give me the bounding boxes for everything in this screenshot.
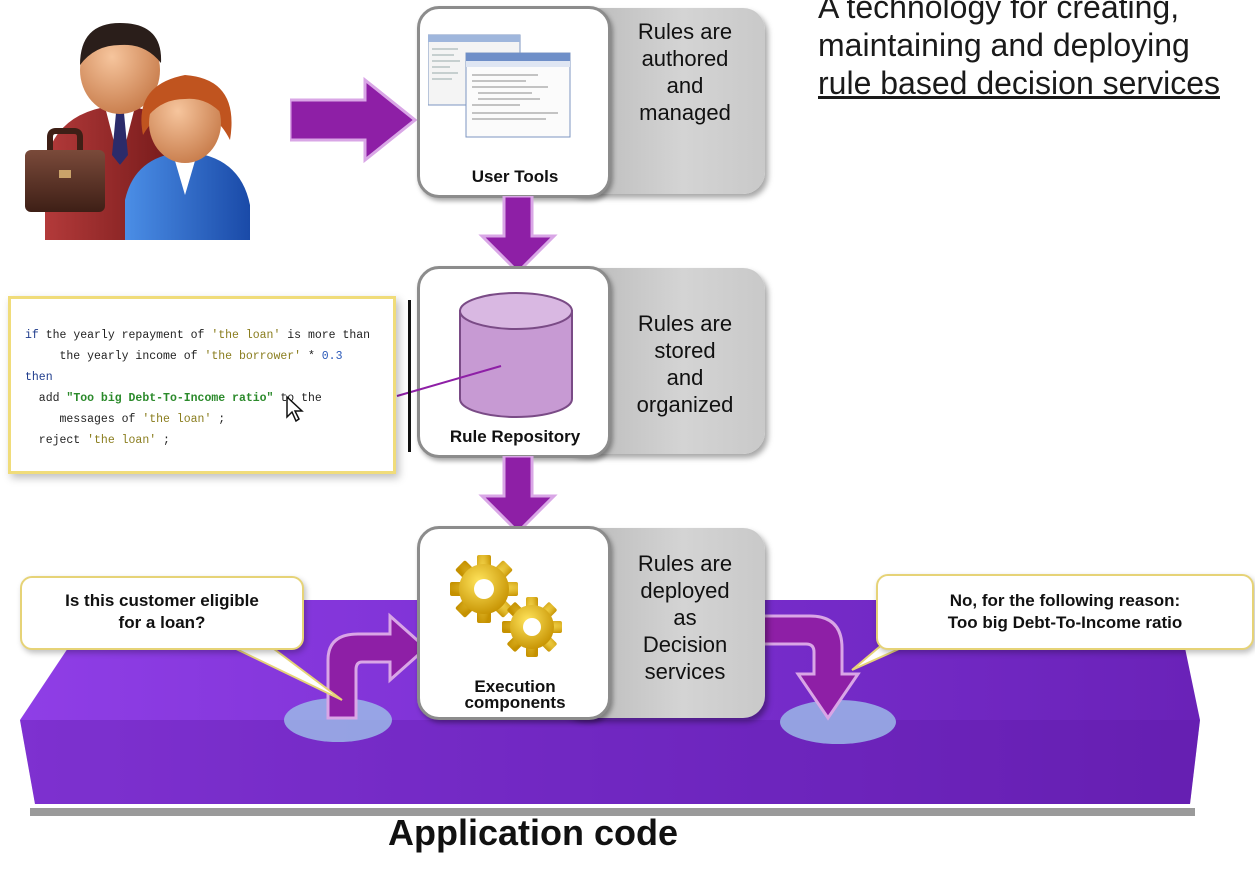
mouse-pointer-icon — [286, 395, 304, 423]
stage-2-box: Rule Repository — [417, 266, 611, 458]
stage-2-desc-1: Rules are — [637, 311, 733, 336]
stage-1-desc-2: authored — [641, 46, 729, 71]
arrow-response-out — [752, 614, 861, 721]
code-connector-line — [396, 365, 502, 397]
business-people-icon — [25, 23, 250, 240]
answer-callout: No, for the following reason: Too big De… — [876, 574, 1254, 650]
stage-3-label-line-1: Execution — [474, 677, 556, 696]
arrow-request-in — [326, 612, 429, 720]
code-line-3: then — [25, 371, 53, 384]
headline: A technology for creating, maintaining a… — [818, 0, 1255, 102]
database-cylinder-icon — [459, 292, 573, 418]
stage-1-box: User Tools — [417, 6, 611, 198]
code-line-2: the yearly income of 'the borrower' * 0.… — [25, 350, 343, 363]
question-callout-tail — [230, 645, 343, 701]
stage-3-desc-5: services — [644, 659, 726, 684]
stage-2-label: Rule Repository — [449, 427, 581, 446]
separator-bar — [408, 300, 411, 452]
input-pad — [284, 698, 392, 742]
code-line-4: add "Too big Debt-To-Income ratio" to th… — [25, 392, 322, 405]
stage-2-desc-2: stored — [654, 338, 716, 363]
headline-line-1: A technology for creating, — [818, 0, 1180, 25]
stage-1-desc-1: Rules are — [637, 19, 733, 44]
stage-3-desc-3: as — [673, 605, 697, 630]
output-pad — [780, 700, 896, 744]
question-line-2: for a loan? — [118, 613, 206, 632]
code-line-1: if the yearly repayment of 'the loan' is… — [25, 329, 371, 342]
headline-line-2: maintaining and deploying — [818, 27, 1190, 63]
arrow-users-to-tools — [290, 76, 418, 164]
code-line-6: reject 'the loan' ; — [25, 434, 170, 447]
rule-code-box: if the yearly repayment of 'the loan' is… — [8, 296, 396, 474]
question-callout: Is this customer eligible for a loan? — [20, 576, 304, 650]
headline-line-3: rule based decision services — [818, 65, 1220, 101]
code-line-5: messages of 'the loan' ; — [25, 413, 226, 426]
stage-1-desc-3: and — [666, 73, 704, 98]
gears-icon — [450, 555, 562, 657]
stage-3-desc-2: deployed — [640, 578, 730, 603]
stage-2-desc-3: and — [666, 365, 704, 390]
application-code-label: Application code — [388, 812, 679, 853]
answer-line-1: No, for the following reason: — [949, 591, 1181, 610]
stage-3-label: Execution components — [420, 677, 610, 712]
stage-1-desc-4: managed — [639, 100, 731, 125]
stage-1-label: User Tools — [471, 167, 559, 186]
stage-2-desc-4: organized — [636, 392, 734, 417]
stage-3-label-line-2: components — [464, 693, 566, 712]
stage-3-desc-1: Rules are — [637, 551, 733, 576]
arrow-tools-to-repository — [478, 196, 558, 275]
stage-3-box: Execution components — [417, 526, 611, 720]
arrow-repository-to-execution — [478, 456, 558, 535]
answer-line-2: Too big Debt-To-Income ratio — [947, 613, 1183, 632]
question-line-1: Is this customer eligible — [65, 591, 259, 610]
screenshot-windows-icon — [428, 34, 571, 138]
stage-3-desc-4: Decision — [642, 632, 728, 657]
